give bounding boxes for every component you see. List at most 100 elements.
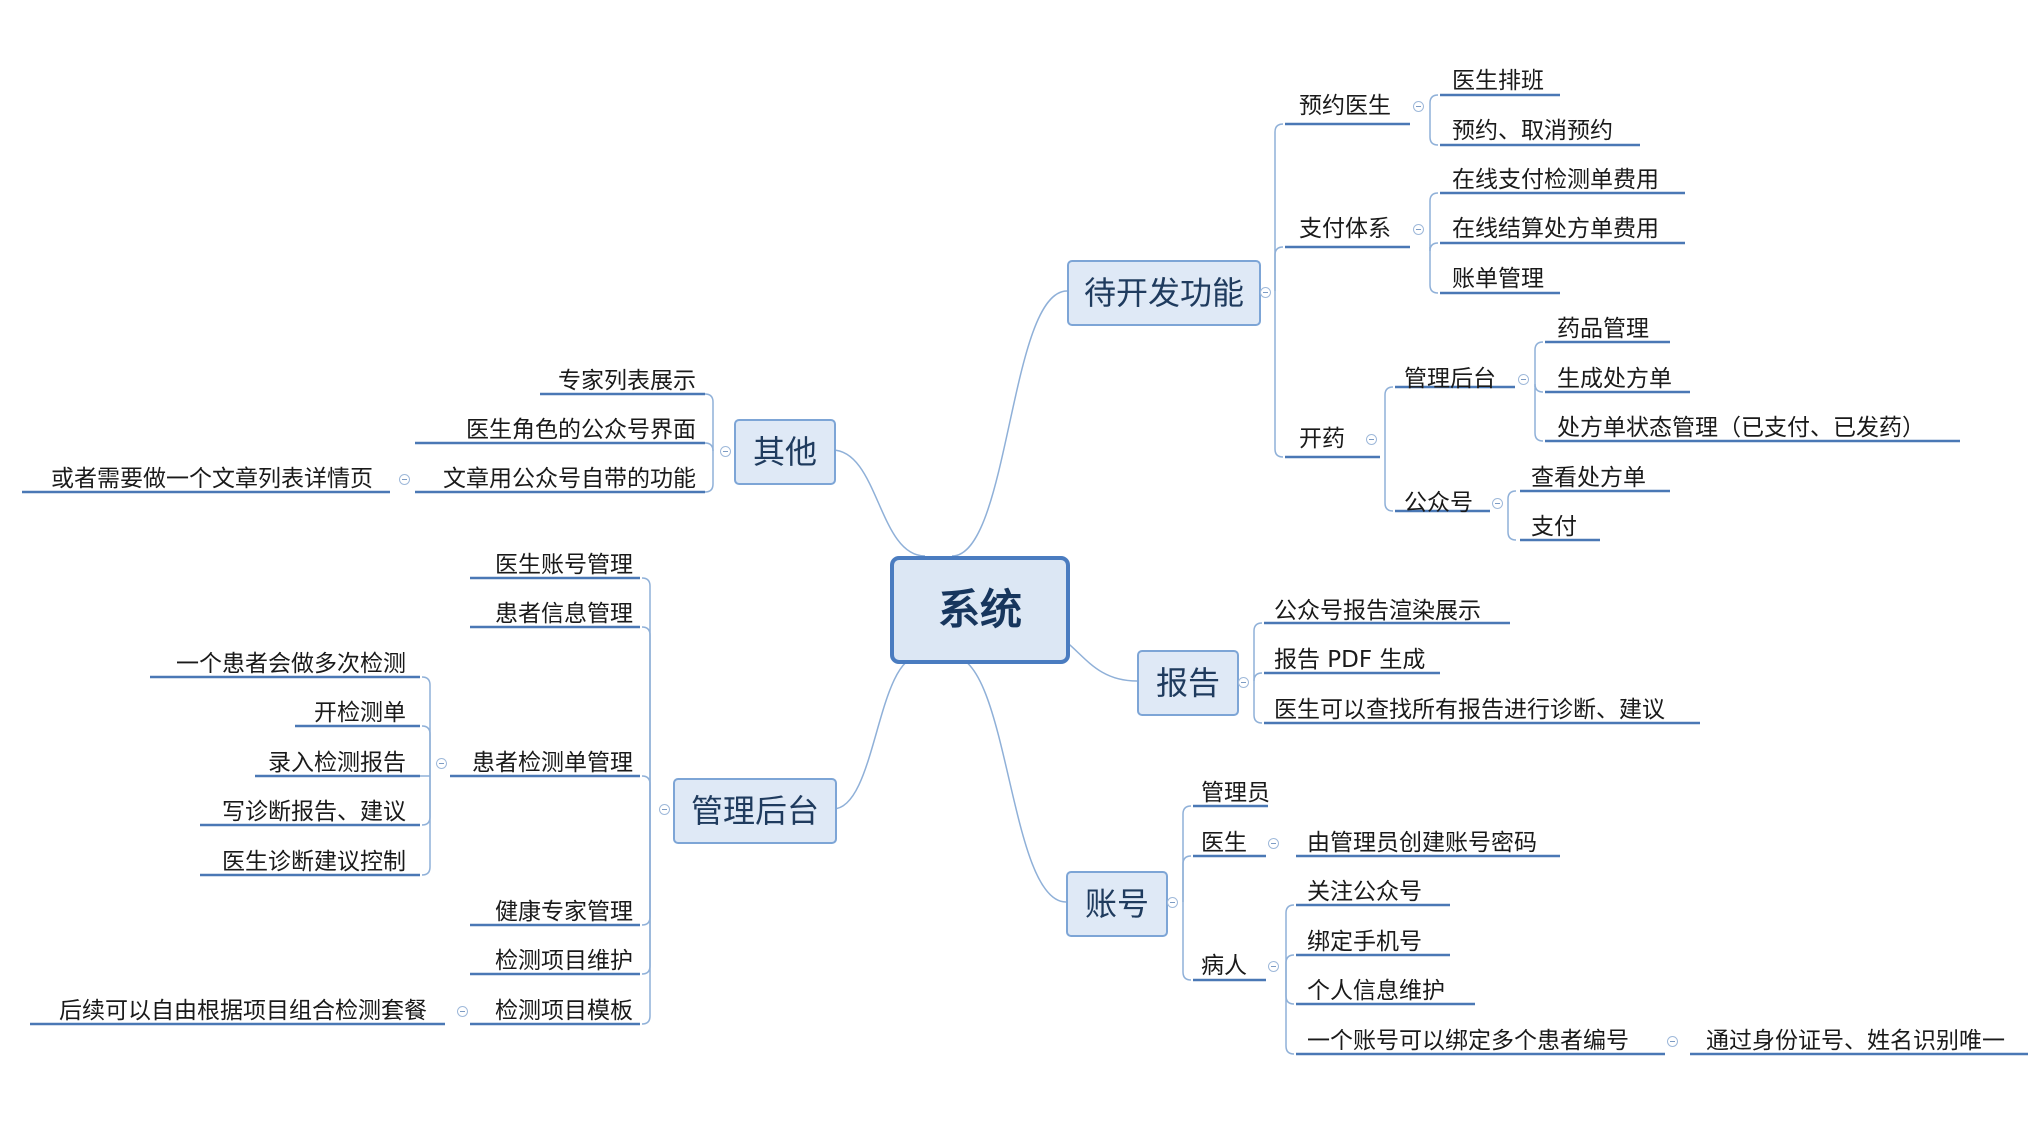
link-exam-items — [421, 776, 431, 826]
link-wechat-items — [1507, 490, 1517, 511]
leaf-exam-template[interactable]: 检测项目模板 — [495, 998, 633, 1024]
topic-todo-features[interactable]: 待开发功能 — [1067, 260, 1261, 326]
link-todo-branches — [1274, 291, 1284, 458]
leaf-multi-patient-binding[interactable]: 一个账号可以绑定多个患者编号 — [1307, 1028, 1629, 1054]
central-topic[interactable]: 系统 — [890, 556, 1070, 664]
leaf-multiple-exams[interactable]: 一个患者会做多次检测 — [176, 651, 406, 677]
leaf-identity-note[interactable]: 通过身份证号、姓名识别唯一 — [1706, 1028, 2005, 1054]
link-report-items — [1253, 672, 1263, 682]
branch-payment[interactable]: 支付体系 — [1299, 216, 1391, 242]
leaf-book-cancel[interactable]: 预约、取消预约 — [1452, 118, 1613, 144]
branch-prescribe[interactable]: 开药 — [1299, 426, 1345, 452]
link-prescribe-branches — [1384, 457, 1394, 512]
collapse-doctor-icon[interactable] — [1268, 838, 1279, 849]
link-patient-items — [1285, 904, 1295, 980]
link-other-items — [704, 450, 714, 493]
leaf-view-prescription[interactable]: 查看处方单 — [1531, 465, 1646, 491]
leaf-bill-management[interactable]: 账单管理 — [1452, 266, 1544, 292]
leaf-drug-management[interactable]: 药品管理 — [1557, 316, 1649, 342]
topic-backend[interactable]: 管理后台 — [673, 778, 837, 844]
collapse-todo-icon[interactable] — [1260, 287, 1271, 298]
leaf-health-expert-mgmt[interactable]: 健康专家管理 — [495, 899, 633, 925]
branch-appointment[interactable]: 预约医生 — [1299, 93, 1391, 119]
collapse-prescribe-wechat-icon[interactable] — [1492, 498, 1503, 509]
link-payment-items — [1429, 247, 1439, 294]
collapse-report-icon[interactable] — [1238, 677, 1249, 688]
branch-prescribe-admin[interactable]: 管理后台 — [1404, 366, 1496, 392]
collapse-article-icon[interactable] — [399, 474, 410, 485]
branch-prescribe-wechat[interactable]: 公众号 — [1404, 490, 1473, 516]
leaf-create-prescription[interactable]: 生成处方单 — [1557, 366, 1672, 392]
leaf-doctor-wechat-ui[interactable]: 医生角色的公众号界面 — [466, 417, 696, 443]
link-admin-items — [1534, 341, 1544, 387]
leaf-expert-list[interactable]: 专家列表展示 — [558, 368, 696, 394]
leaf-article-list-note[interactable]: 或者需要做一个文章列表详情页 — [51, 466, 373, 492]
collapse-multi-binding-icon[interactable] — [1667, 1036, 1678, 1047]
link-account-branches — [1182, 902, 1192, 981]
leaf-doctor-schedule[interactable]: 医生排班 — [1452, 68, 1544, 94]
collapse-patient-icon[interactable] — [1268, 961, 1279, 972]
leaf-pay-exam-fee[interactable]: 在线支付检测单费用 — [1452, 167, 1659, 193]
branch-patient-account[interactable]: 病人 — [1201, 953, 1247, 979]
leaf-enter-report[interactable]: 录入检测报告 — [268, 750, 406, 776]
leaf-settle-prescription-fee[interactable]: 在线结算处方单费用 — [1452, 216, 1659, 242]
link-wechat-items — [1507, 511, 1517, 541]
leaf-report-pdf[interactable]: 报告 PDF 生成 — [1274, 647, 1426, 673]
collapse-payment-icon[interactable] — [1413, 224, 1424, 235]
link-report-items — [1253, 622, 1263, 681]
link-center-backend — [832, 655, 921, 810]
leaf-admin-creates-account[interactable]: 由管理员创建账号密码 — [1307, 830, 1537, 856]
link-payment-items — [1429, 242, 1439, 252]
collapse-other-icon[interactable] — [720, 446, 731, 457]
link-other-items — [704, 442, 714, 452]
link-backend-items — [641, 809, 651, 1025]
topic-report[interactable]: 报告 — [1137, 650, 1239, 716]
link-backend-items — [641, 626, 651, 809]
link-center-account — [951, 655, 1067, 903]
topic-other[interactable]: 其他 — [734, 419, 836, 485]
branch-admin-account[interactable]: 管理员 — [1201, 780, 1270, 806]
link-other-items — [704, 393, 714, 450]
leaf-exam-item-maint[interactable]: 检测项目维护 — [495, 948, 633, 974]
link-patient-items — [1285, 980, 1295, 1005]
leaf-report-diagnose[interactable]: 医生可以查找所有报告进行诊断、建议 — [1274, 697, 1665, 723]
leaf-report-render[interactable]: 公众号报告渲染展示 — [1274, 598, 1481, 624]
link-backend-items — [641, 577, 651, 809]
link-center-other — [831, 449, 926, 557]
link-exam-items — [421, 676, 431, 776]
link-prescribe-branches — [1384, 386, 1394, 457]
leaf-pay[interactable]: 支付 — [1531, 514, 1577, 540]
link-account-branches — [1182, 805, 1192, 902]
collapse-backend-icon[interactable] — [659, 804, 670, 815]
leaf-bind-phone[interactable]: 绑定手机号 — [1307, 929, 1422, 955]
link-patient-items — [1285, 954, 1295, 980]
leaf-prescription-status[interactable]: 处方单状态管理（已支付、已发药） — [1557, 415, 1925, 441]
collapse-prescribe-icon[interactable] — [1366, 434, 1377, 445]
collapse-template-icon[interactable] — [457, 1006, 468, 1017]
leaf-doctor-account-mgmt[interactable]: 医生账号管理 — [495, 552, 633, 578]
leaf-diagnosis-control[interactable]: 医生诊断建议控制 — [222, 849, 406, 875]
link-exam-items — [421, 725, 431, 776]
collapse-exam-mgmt-icon[interactable] — [436, 758, 447, 769]
link-todo-branches — [1274, 246, 1284, 291]
link-admin-items — [1534, 387, 1544, 442]
collapse-account-icon[interactable] — [1167, 897, 1178, 908]
leaf-article-wechat[interactable]: 文章用公众号自带的功能 — [443, 466, 696, 492]
collapse-appointment-icon[interactable] — [1413, 101, 1424, 112]
leaf-issue-exam[interactable]: 开检测单 — [314, 700, 406, 726]
topic-account[interactable]: 账号 — [1066, 871, 1168, 937]
leaf-patient-exam-mgmt[interactable]: 患者检测单管理 — [472, 750, 633, 776]
link-report-items — [1253, 681, 1263, 724]
link-appointment-items — [1429, 94, 1439, 124]
leaf-follow-wechat[interactable]: 关注公众号 — [1307, 879, 1422, 905]
link-account-branches — [1182, 855, 1192, 902]
collapse-prescribe-admin-icon[interactable] — [1518, 374, 1529, 385]
leaf-template-note[interactable]: 后续可以自由根据项目组合检测套餐 — [59, 998, 427, 1024]
link-patient-items — [1285, 980, 1295, 1055]
leaf-personal-info[interactable]: 个人信息维护 — [1307, 978, 1445, 1004]
link-payment-items — [1429, 192, 1439, 247]
branch-doctor-account[interactable]: 医生 — [1201, 830, 1247, 856]
leaf-write-diagnosis[interactable]: 写诊断报告、建议 — [222, 799, 406, 825]
leaf-patient-info-mgmt[interactable]: 患者信息管理 — [495, 601, 633, 627]
